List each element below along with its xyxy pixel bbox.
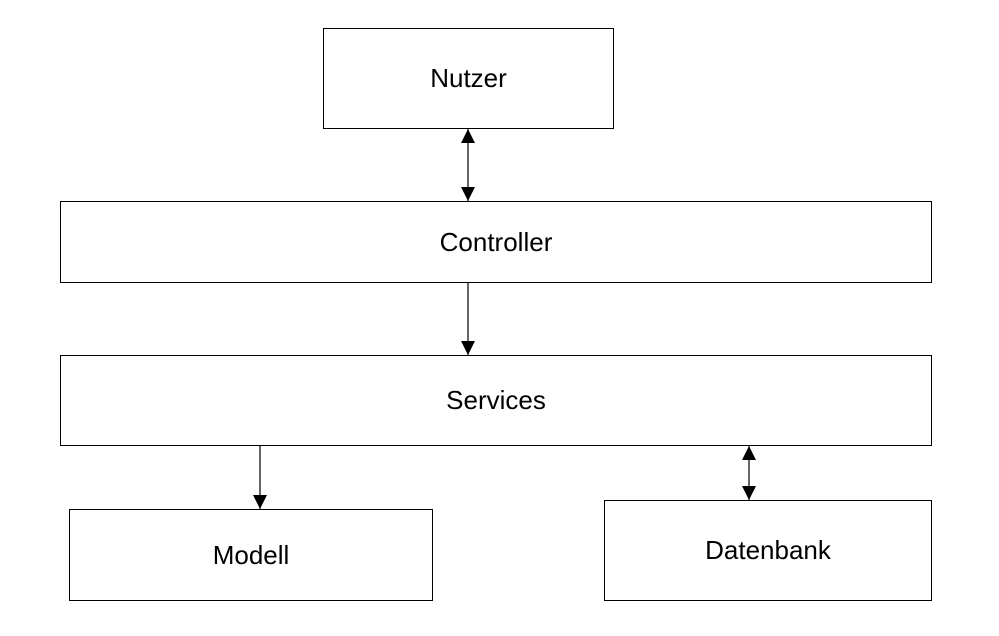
nutzer-label: Nutzer: [430, 63, 507, 93]
controller-label: Controller: [439, 226, 553, 257]
datenbank-node: Datenbank: [604, 500, 932, 601]
services-node: Services: [60, 355, 932, 446]
services-label: Services: [446, 385, 546, 415]
modell-node: Modell: [69, 509, 433, 601]
nutzer-node: Nutzer: [323, 28, 614, 129]
modell-label: Modell: [212, 539, 290, 570]
controller-node: Controller: [60, 201, 932, 283]
datenbank-label: Datenbank: [705, 535, 831, 565]
